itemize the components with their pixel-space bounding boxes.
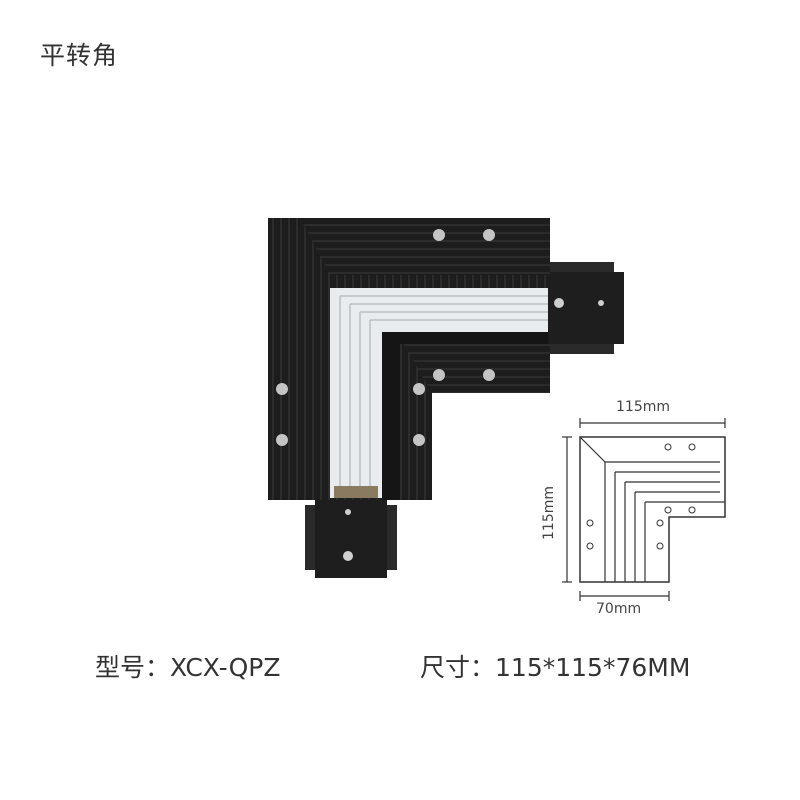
- page-title: 平转角: [40, 41, 119, 70]
- size-label: 尺寸：: [420, 653, 496, 682]
- model-label: 型号：: [95, 653, 171, 682]
- model-value: XCX-QPZ: [170, 653, 281, 682]
- screws: [276, 229, 495, 446]
- right-connector: [548, 262, 624, 354]
- bottom-dimension-label: 70mm: [596, 601, 642, 617]
- model-spec: 型号：XCX-QPZ: [95, 648, 280, 684]
- height-dimension-label: 115mm: [541, 486, 557, 540]
- bottom-connector: [305, 498, 397, 578]
- corner-connector-image: [268, 218, 624, 578]
- pcb-strip: [330, 288, 548, 498]
- dimension-diagram: [562, 418, 726, 601]
- size-value: 115*115*76MM: [495, 653, 691, 682]
- width-dimension-label: 115mm: [616, 399, 670, 415]
- size-spec: 尺寸：115*115*76MM: [420, 648, 690, 684]
